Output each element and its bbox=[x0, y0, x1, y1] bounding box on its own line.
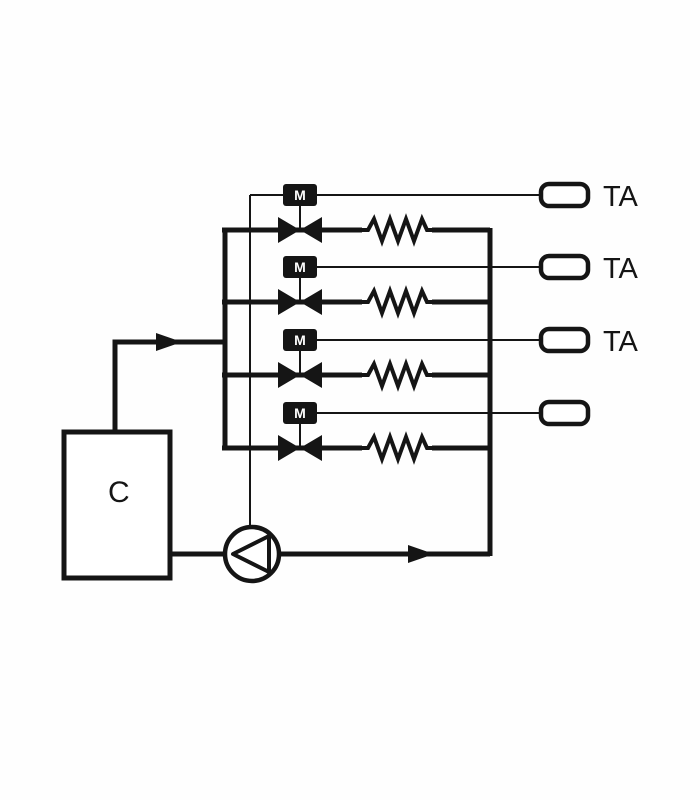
valve-actuator-4-icon bbox=[283, 402, 317, 424]
valve-actuator-label-4: M bbox=[294, 405, 306, 421]
thermostat-4 bbox=[538, 399, 591, 427]
radiator-4-icon bbox=[362, 431, 432, 465]
flow-arrow-supply-icon bbox=[156, 333, 182, 351]
valve-actuator-3-icon bbox=[283, 329, 317, 351]
valve-actuator-2-icon bbox=[283, 256, 317, 278]
thermostat-label-3: TA bbox=[603, 326, 639, 358]
thermostat-1 bbox=[538, 181, 591, 209]
valve-actuator-label-3: M bbox=[294, 332, 306, 348]
radiator-2-icon bbox=[362, 285, 432, 319]
zone-valve-body-2-icon bbox=[278, 289, 322, 315]
thermostat-label-2: TA bbox=[603, 253, 639, 285]
boiler-riser-pipe bbox=[112, 339, 225, 432]
thermostat-3 bbox=[538, 326, 591, 354]
thermostat-label-1: TA bbox=[603, 181, 639, 213]
radiator-1-icon bbox=[362, 213, 432, 247]
flow-arrow-return-icon bbox=[408, 545, 434, 563]
zone-valve-body-4-icon bbox=[278, 435, 322, 461]
valve-actuator-label-2: M bbox=[294, 259, 306, 275]
boiler-label: C bbox=[108, 476, 130, 509]
thermostat-2 bbox=[538, 253, 591, 281]
zone-valve-body-3-icon bbox=[278, 362, 322, 388]
radiator-3-icon bbox=[362, 358, 432, 392]
valve-actuator-1-icon bbox=[283, 184, 317, 206]
boiler bbox=[61, 429, 173, 581]
valve-actuator-label-1: M bbox=[294, 187, 306, 203]
zone-valve-body-1-icon bbox=[278, 217, 322, 243]
pump-triangle-icon bbox=[231, 534, 271, 574]
